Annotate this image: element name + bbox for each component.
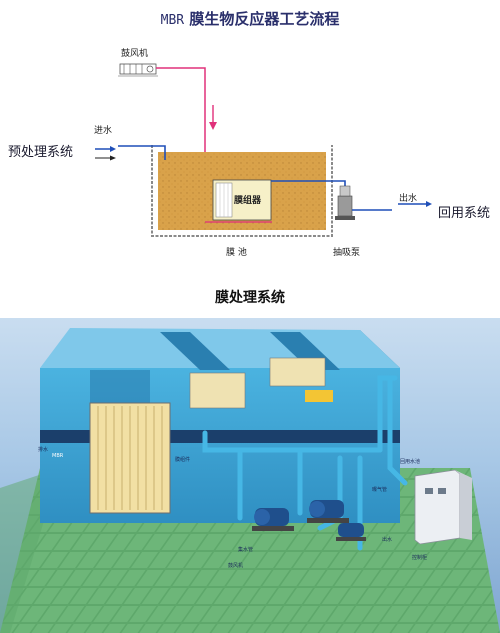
blower-icon — [118, 63, 158, 77]
side-label-4: 回用水池 — [400, 459, 421, 465]
system-illustration — [0, 328, 500, 633]
title-prefix: MBR — [160, 13, 185, 28]
membrane-module — [205, 179, 272, 223]
pretreatment-label: 预处理系统 — [8, 145, 74, 160]
pump-unit-3 — [336, 523, 366, 541]
inflow-arrow-icon — [95, 146, 116, 161]
outflow-arrow-icon — [398, 201, 432, 207]
title-main: 膜生物反应器工艺流程 — [189, 10, 340, 28]
pump-unit-2 — [307, 500, 349, 523]
process-flow-svg — [95, 63, 432, 237]
side-label-5: 曝气管 — [372, 487, 388, 493]
side-label-6: 控制柜 — [412, 555, 428, 561]
air-arrow-icon — [209, 105, 217, 130]
inflow-pipe — [118, 145, 166, 160]
tank-structure — [40, 328, 400, 523]
side-label-8: 鼓风机 — [228, 563, 244, 569]
system-title: 膜处理系统 — [215, 290, 285, 306]
blower-label: 鼓风机 — [121, 49, 149, 59]
system-scene: MBR 排水 膜组件 集水管 回用水池 曝气管 控制柜 出水 鼓风机 — [0, 318, 500, 633]
pump-unit-1 — [252, 508, 294, 531]
pump-label: 抽吸泵 — [333, 248, 361, 258]
band-text: MBR — [52, 453, 64, 459]
side-label-7: 出水 — [382, 537, 393, 543]
side-label-2: 膜组件 — [175, 457, 191, 463]
membrane-label: 膜组器 — [234, 196, 262, 206]
inflow-label: 进水 — [94, 126, 113, 136]
outflow-label: 出水 — [399, 194, 418, 204]
side-label-1: 排水 — [38, 447, 49, 453]
pipe-network — [202, 375, 408, 551]
tank-label: 膜 池 — [226, 248, 247, 258]
diagram-title: MBR 膜生物反应器工艺流程 — [0, 8, 500, 29]
control-cabinet — [414, 469, 472, 545]
pump-icon — [335, 185, 355, 220]
side-label-3: 集水管 — [238, 547, 254, 553]
reuse-label: 回用系统 — [438, 206, 491, 221]
